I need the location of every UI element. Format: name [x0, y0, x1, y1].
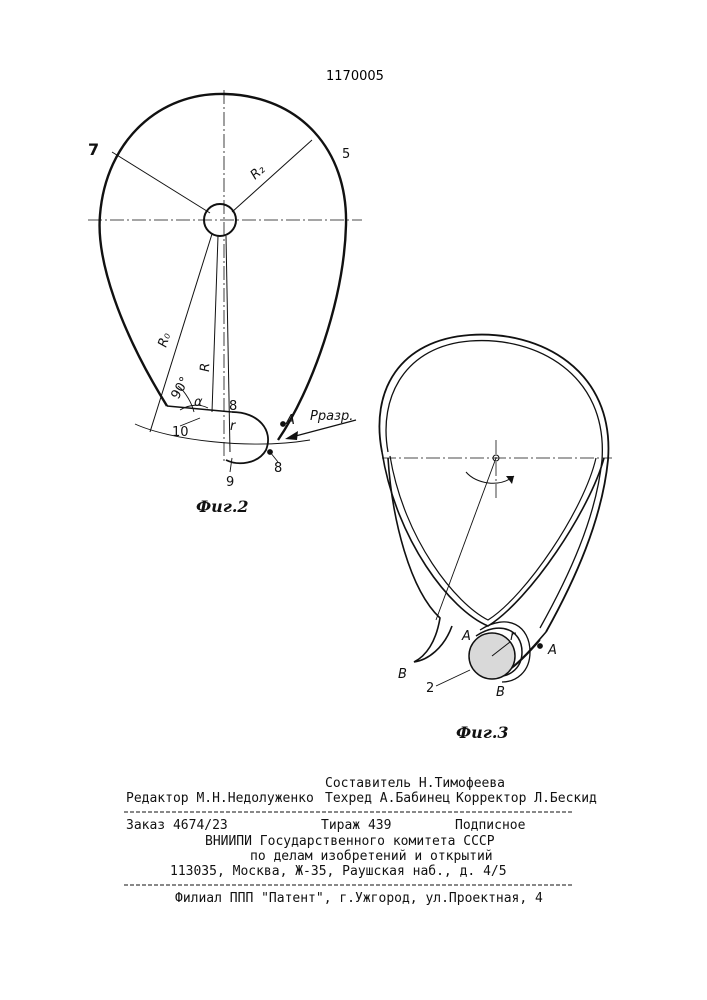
- label-8a: 8: [229, 399, 237, 414]
- label-p-force: Pразр.: [310, 409, 353, 424]
- label-7: 7: [88, 140, 99, 159]
- label-r-small: r: [230, 419, 237, 434]
- radius-line-r2: [232, 140, 312, 212]
- figure-2-labels: 7 5 R₂ R₀ R 90° α 8 10 r A Pразр. 8 9 Фи…: [88, 140, 353, 516]
- label-9: 9: [226, 475, 234, 490]
- leader-2: [436, 670, 470, 686]
- order-line: Заказ 4674/23: [126, 818, 228, 833]
- label-90-degrees: 90°: [168, 375, 193, 402]
- branch-line: Филиал ППП "Патент", г.Ужгород, ул.Проек…: [175, 891, 543, 906]
- label-a1-fig3: A: [461, 629, 471, 644]
- imprint: Составитель Н.Тимофеева Редактор М.Н.Нед…: [124, 776, 597, 906]
- label-r2: R₂: [248, 162, 269, 183]
- label-a-fig2: A: [285, 413, 295, 428]
- fig3-radius-line: [436, 458, 496, 620]
- point-a-right-fig3: [538, 644, 543, 649]
- radius-line-r: [212, 236, 218, 412]
- label-r0: R₀: [156, 330, 175, 349]
- label-2-fig3: 2: [426, 681, 434, 696]
- org-line-2: по делам изобретений и открытий: [250, 849, 493, 864]
- label-5: 5: [342, 147, 350, 162]
- patent-number: 1170005: [326, 69, 384, 84]
- figure-2-caption: Фиг.2: [196, 497, 249, 516]
- label-b2-fig3: B: [496, 685, 505, 700]
- editor-line: Редактор М.Н.Недолуженко: [126, 791, 314, 806]
- label-alpha: α: [194, 395, 203, 410]
- figure-3-caption: Фиг.3: [456, 723, 509, 742]
- label-b1-fig3: B: [398, 667, 407, 682]
- subscription-line: Подписное: [455, 818, 526, 833]
- techred-line: Техред А.Бабинец: [325, 791, 450, 806]
- radius-line-7: [112, 152, 210, 213]
- label-10: 10: [172, 425, 189, 440]
- cam-inner-loop: [382, 452, 604, 626]
- force-arrow-head: [285, 431, 298, 440]
- arc-r0: [135, 424, 310, 444]
- label-r: R: [198, 363, 213, 373]
- leader-9: [230, 458, 232, 472]
- point-a-fig2: [281, 422, 286, 427]
- compiler-line: Составитель Н.Тимофеева: [325, 776, 505, 791]
- org-line-1: ВНИИПИ Государственного комитета СССР: [205, 834, 495, 849]
- circulation-line: Тираж 439: [321, 818, 391, 833]
- cam-profile: [100, 94, 346, 440]
- label-a2-fig3: A: [547, 643, 557, 658]
- label-8b: 8: [274, 461, 282, 476]
- corrector-line: Корректор Л.Бескид: [456, 791, 597, 806]
- figure-3: [379, 335, 612, 682]
- address-line: 113035, Москва, Ж-35, Раушская наб., д. …: [170, 864, 507, 879]
- label-r-fig3: r: [510, 629, 517, 644]
